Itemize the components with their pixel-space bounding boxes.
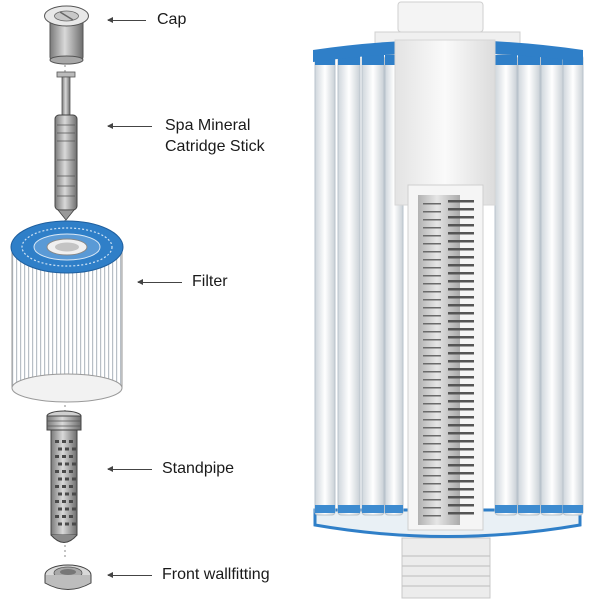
wallfitting-label: Front wallfitting [162,566,270,583]
filter-cutaway-image [313,1,584,599]
wallfitting-pointer [107,572,152,578]
filter-label: Filter [192,273,228,290]
standpipe-label: Standpipe [162,460,235,477]
filter-pointer [137,279,182,285]
cap-label: Cap [157,11,187,28]
wallfitting-part [44,564,92,590]
standpipe-part [46,410,82,543]
cap-pointer [107,17,146,23]
cartridge-stick-part [54,71,78,221]
filter-part [10,220,124,403]
cartridge-label-line1: Spa Mineral [165,117,251,134]
cap-part [44,5,89,65]
cartridge-pointer [107,123,152,129]
cartridge-label-line2: Catridge Stick [165,138,265,155]
standpipe-pointer [107,466,152,472]
